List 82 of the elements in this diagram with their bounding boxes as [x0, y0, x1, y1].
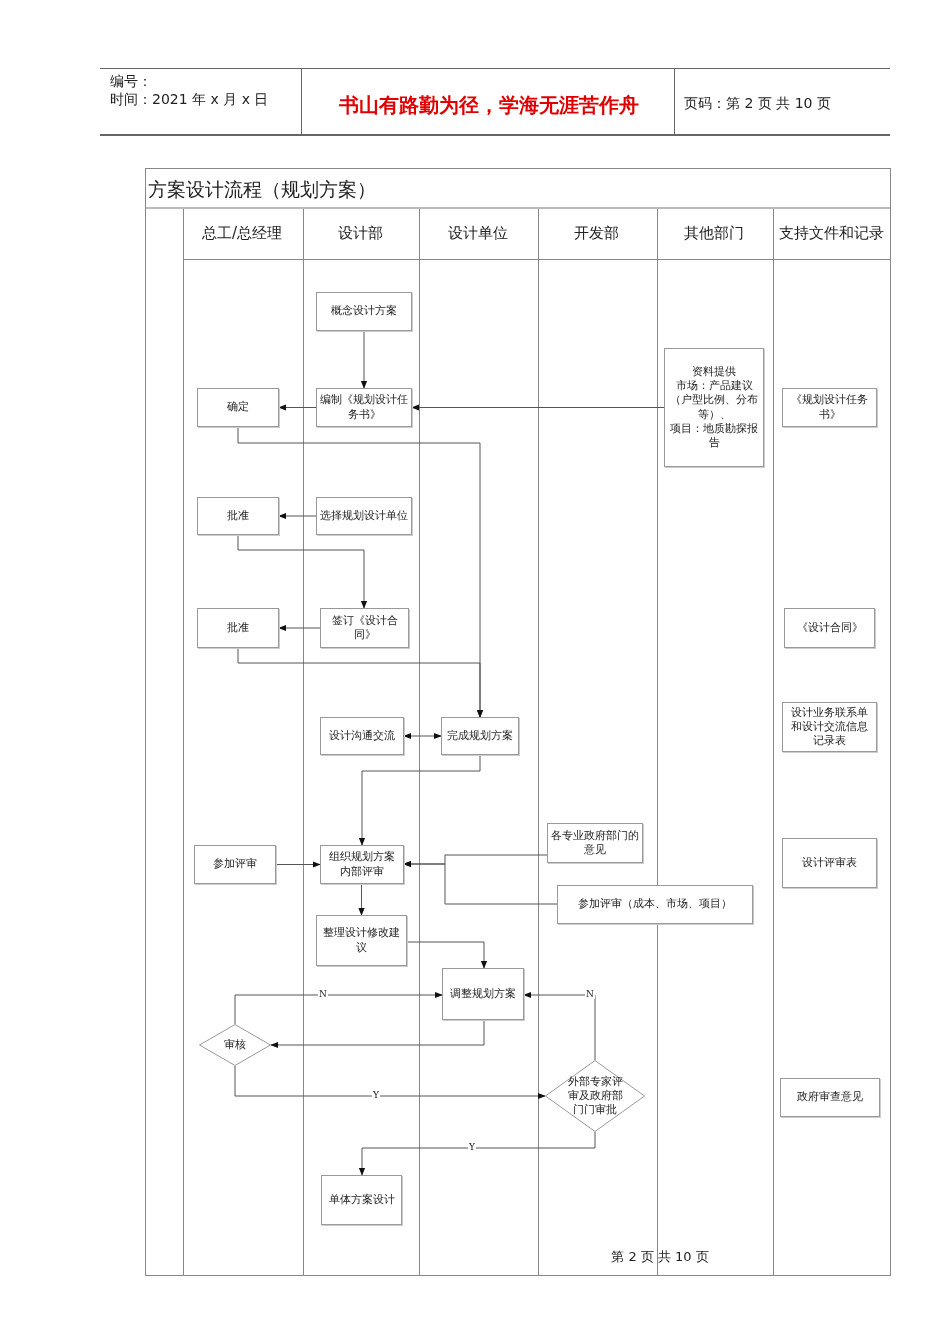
connector-arrow	[278, 512, 317, 520]
node-text: 项目：地质勘探报告	[669, 421, 759, 451]
process-box	[320, 845, 404, 884]
node-text: 设计业务联系单和设计交流信息记录表	[790, 705, 869, 749]
connector-arrow	[523, 991, 596, 1061]
process-box	[316, 292, 412, 331]
process-box	[782, 838, 877, 888]
node-text: 《规划设计任务书》	[790, 393, 869, 422]
connector-arrow	[403, 860, 558, 905]
label-text: 总工/总经理	[201, 224, 283, 242]
node-text: 单体方案设计	[328, 1192, 395, 1208]
node-text: 设计沟通交流	[329, 728, 395, 744]
label-text: 第 2 页 共 10 页	[611, 1249, 709, 1264]
connector-arrow	[358, 883, 365, 916]
node-text: 概念设计方案	[331, 304, 397, 319]
connector-arrow	[234, 1065, 546, 1100]
decision-diamond	[199, 1024, 271, 1066]
label-text: 页码：第 2 页 共 10 页	[684, 95, 831, 111]
edge-label: N	[318, 990, 328, 999]
process-box	[780, 1078, 880, 1117]
node-text: 选择规划设计单位	[320, 508, 408, 524]
label-text: 时间：2021 年 x 月 x 日	[110, 91, 269, 107]
process-box	[664, 348, 764, 467]
node-text: 参加评审（成本、市场、项目）	[578, 897, 732, 912]
process-box	[321, 1175, 402, 1225]
node-text: 批准	[227, 508, 249, 524]
connector-arrow	[403, 732, 442, 740]
edge-label: N	[585, 990, 595, 999]
node-text: 参加评审	[213, 857, 257, 872]
label-text: 书山有路勤为径，学海无涯苦作舟	[338, 93, 639, 117]
node-text: 外部专家评审及政府部门门审批	[566, 1074, 624, 1118]
edge-label: Y	[372, 1091, 380, 1100]
connector-arrow	[275, 861, 321, 868]
connector-arrow	[237, 534, 368, 609]
process-box	[197, 388, 279, 427]
connector-arrow	[411, 404, 665, 411]
node-text: 市场：产品建议（户型比例、分布等）、	[669, 378, 759, 422]
node-text: 《设计合同》	[796, 620, 863, 636]
node-text: 整理设计修改建议	[322, 926, 401, 955]
node-text: 审核	[224, 1037, 246, 1053]
connector-arrow	[406, 941, 488, 969]
process-box	[194, 845, 276, 884]
connector-arrow	[270, 1019, 485, 1049]
node-text: 批准	[227, 620, 249, 636]
connector-arrow	[278, 404, 317, 411]
node-text: 设计评审表	[802, 855, 857, 871]
process-box	[784, 608, 875, 648]
process-box	[782, 388, 877, 427]
node-text: 确定	[227, 400, 249, 415]
node-text: 编制《规划设计任务书》	[320, 393, 408, 422]
decision-diamond	[545, 1060, 645, 1132]
process-box	[320, 608, 409, 648]
process-box	[442, 968, 524, 1020]
connector-arrow	[360, 330, 368, 389]
connector-arrow	[358, 754, 481, 846]
label-text: 编号：	[110, 73, 152, 89]
process-box	[782, 702, 877, 752]
node-text: 完成规划方案	[447, 728, 513, 744]
connector-arrow	[234, 991, 443, 1025]
label-text: 开发部	[574, 224, 619, 242]
label-text: 设计单位	[447, 224, 508, 242]
process-box	[320, 717, 404, 755]
process-box	[197, 608, 279, 648]
node-text: 政府审查意见	[797, 1090, 863, 1105]
node-text: 调整规划方案	[450, 986, 516, 1002]
label-text: 支持文件和记录	[779, 224, 884, 242]
label-text: 其他部门	[684, 224, 744, 242]
process-box	[316, 497, 412, 535]
process-box	[441, 717, 519, 755]
node-text: 资料提供	[692, 364, 736, 379]
process-box	[197, 497, 279, 535]
connector-arrow	[358, 1131, 596, 1176]
connector-arrow	[278, 624, 321, 632]
process-box	[557, 885, 753, 924]
node-text: 各专业政府部门的意见	[551, 828, 639, 858]
connector-arrow	[237, 647, 484, 718]
node-text: 组织规划方案内部评审	[328, 850, 396, 879]
edge-label: Y	[468, 1143, 476, 1152]
label-text: 设计部	[337, 224, 383, 242]
node-text: 签订《设计合同》	[330, 613, 399, 643]
process-box	[316, 915, 407, 966]
diagram-title: 方案设计流程（规划方案）	[148, 177, 376, 202]
